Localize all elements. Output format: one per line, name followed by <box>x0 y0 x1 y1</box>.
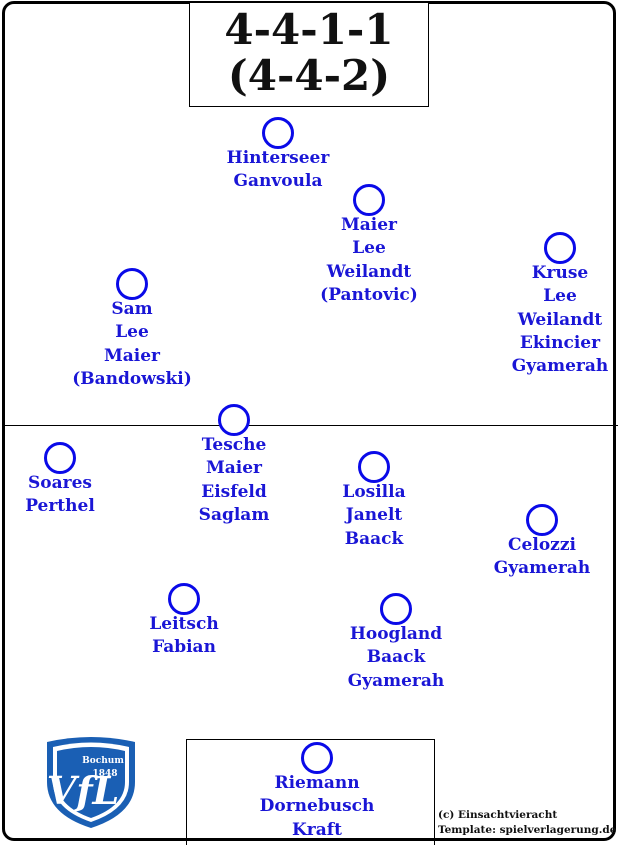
player-name: Ekincier <box>519 332 601 353</box>
player-name: Gyamerah <box>347 670 445 691</box>
player-marker <box>262 117 294 149</box>
player-name: Weilandt <box>326 261 412 282</box>
player-name: Hoogland <box>349 624 443 644</box>
player-name: Soares <box>28 473 92 493</box>
player-name: Perthel <box>25 496 95 517</box>
player-marker <box>526 504 558 536</box>
player-name: Gyamerah <box>493 558 591 579</box>
player-marker <box>358 451 390 483</box>
player-name: Baack <box>344 528 404 549</box>
player-name: Riemann <box>274 773 360 793</box>
player-names: Hoogland Baack Gyamerah <box>286 623 506 693</box>
player-names: Soares Perthel <box>0 472 170 519</box>
player-name: Leitsch <box>149 614 219 634</box>
credits: (c) Einsachtvieracht Template: spielverl… <box>438 808 618 838</box>
club-crest-icon: Bochum 1848 VfL <box>47 737 135 828</box>
player-names: Sam Lee Maier (Bandowski) <box>22 298 242 391</box>
crest-letters: VfL <box>47 768 120 813</box>
player-name: Kraft <box>292 819 342 840</box>
player-name: (Pantovic) <box>320 284 418 305</box>
formation-title: 4-4-1-1 (4-4-2) <box>189 2 429 107</box>
crest-year: 1848 <box>92 769 117 779</box>
player-names: Leitsch Fabian <box>74 613 294 660</box>
credit-author: (c) Einsachtvieracht <box>438 809 558 821</box>
player-name: Kruse <box>531 263 589 283</box>
player-name: Eisfeld <box>201 481 267 502</box>
player-name: Losilla <box>342 482 406 502</box>
player-name: Celozzi <box>508 535 576 555</box>
formation-alt-label: (4-4-2) <box>227 51 391 100</box>
player-name: Fabian <box>152 637 216 658</box>
player-name: Maier <box>103 345 161 366</box>
player-name: Janelt <box>345 505 403 526</box>
player-name: Lee <box>352 238 386 259</box>
player-name: Lee <box>115 322 149 343</box>
player-name: Maier <box>205 458 263 479</box>
player-name: Maier <box>340 215 398 235</box>
player-name: (Bandowski) <box>72 368 192 389</box>
penalty-box <box>186 739 435 845</box>
player-name: Weilandt <box>517 309 603 330</box>
player-marker <box>116 268 148 300</box>
player-name: Gyamerah <box>511 356 609 377</box>
player-name: Tesche <box>201 435 267 455</box>
player-marker <box>218 404 250 436</box>
player-names: Maier Lee Weilandt (Pantovic) <box>259 214 479 307</box>
player-names: Celozzi Gyamerah <box>432 534 622 581</box>
player-name: Baack <box>366 647 426 668</box>
player-names: Hinterseer Ganvoula <box>168 147 388 194</box>
player-name: Lee <box>543 286 577 307</box>
player-name: Saglam <box>198 504 270 525</box>
player-marker <box>353 184 385 216</box>
player-marker <box>301 742 333 774</box>
player-names: Losilla Janelt Baack <box>264 481 484 551</box>
player-names: Riemann Dornebusch Kraft <box>207 772 427 842</box>
player-names: Kruse Lee Weilandt Ekincier Gyamerah <box>450 262 622 378</box>
crest-text-top: Bochum <box>82 756 124 766</box>
player-marker <box>44 442 76 474</box>
player-name: Ganvoula <box>233 171 323 192</box>
pitch <box>2 1 616 841</box>
player-name: Hinterseer <box>226 148 330 168</box>
credit-template: Template: spielverlagerung.de <box>438 824 617 836</box>
player-marker <box>168 583 200 615</box>
player-name: Dornebusch <box>259 796 375 817</box>
player-name: Sam <box>111 299 153 319</box>
halfway-line <box>2 425 618 426</box>
player-names: Tesche Maier Eisfeld Saglam <box>124 434 344 527</box>
player-marker <box>544 232 576 264</box>
player-marker <box>380 593 412 625</box>
formation-label: 4-4-1-1 <box>224 5 394 54</box>
